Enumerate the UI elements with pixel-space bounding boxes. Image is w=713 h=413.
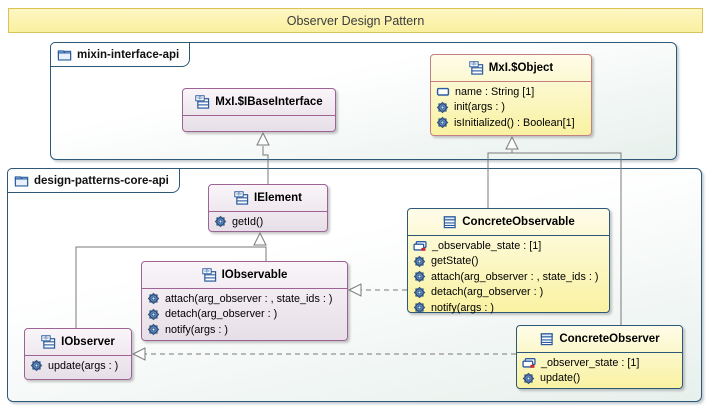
members-compartment: _observer_state : [1] update() bbox=[517, 352, 682, 388]
operation-label: attach(arg_observer : , state_ids : ) bbox=[431, 270, 599, 283]
gear-icon bbox=[413, 301, 426, 314]
class-title: ConcreteObservable bbox=[462, 216, 575, 228]
operation-label: detach(arg_observer : ) bbox=[431, 286, 544, 299]
class-title: ConcreteObserver bbox=[559, 333, 660, 345]
interface-icon bbox=[234, 191, 249, 205]
generalization-concretes-to-object[interactable] bbox=[487, 152, 622, 325]
gear-icon bbox=[522, 372, 535, 385]
operation-label: update() bbox=[540, 372, 581, 385]
operation-row[interactable]: detach(arg_observer : ) bbox=[413, 285, 605, 301]
class-icon bbox=[539, 332, 554, 346]
operation-label: getState() bbox=[431, 255, 479, 268]
interface-icon bbox=[195, 95, 210, 109]
realization-arrowhead bbox=[131, 347, 146, 361]
class-title: MxI.$Object bbox=[488, 62, 554, 74]
package-tab-mixin-interface-api[interactable]: mixin-interface-api bbox=[50, 42, 191, 67]
operation-row[interactable]: detach(arg_observer : ) bbox=[147, 307, 343, 323]
class-box-ibaseinterface[interactable]: MxI.$IBaseInterface bbox=[182, 88, 336, 132]
attribute-row[interactable]: name : String [1] bbox=[436, 84, 587, 100]
operation-row[interactable]: attach(arg_observer : , state_ids : ) bbox=[413, 269, 605, 285]
class-title: IElement bbox=[254, 192, 302, 204]
interface-icon bbox=[202, 268, 217, 282]
operation-row[interactable]: notify(args : ) bbox=[147, 322, 343, 338]
attribute-label: name : String [1] bbox=[455, 85, 535, 98]
class-box-iobserver[interactable]: IObserver update(args : ) bbox=[24, 328, 132, 380]
class-title-row[interactable]: IObserver bbox=[25, 329, 131, 355]
class-icon bbox=[442, 215, 457, 229]
operation-row[interactable]: update() bbox=[522, 371, 678, 387]
class-box-ielement[interactable]: IElement getId() bbox=[208, 184, 328, 232]
diagram-title: Observer Design Pattern bbox=[286, 13, 425, 28]
members-compartment: getId() bbox=[209, 211, 327, 232]
attribute-label: _observable_state : [1] bbox=[432, 239, 542, 252]
attribute-row[interactable]: _observer_state : [1] bbox=[522, 355, 678, 371]
gear-icon bbox=[147, 323, 160, 336]
generalization-arrowhead bbox=[256, 131, 270, 146]
class-title-row[interactable]: MxI.$IBaseInterface bbox=[183, 89, 335, 115]
generalization-arrowhead bbox=[253, 231, 267, 246]
gear-icon bbox=[147, 292, 160, 305]
operation-label: notify(args : ) bbox=[431, 301, 494, 314]
class-title-row[interactable]: IObservable bbox=[142, 262, 347, 288]
class-title-row[interactable]: IElement bbox=[209, 185, 327, 211]
operation-row[interactable]: init(args : ) bbox=[436, 100, 587, 116]
class-box-concreteobserver[interactable]: ConcreteObserver _observer_state : [1] u… bbox=[516, 325, 683, 389]
operation-row[interactable]: isInitialized() : Boolean[1] bbox=[436, 115, 587, 131]
interface-icon bbox=[469, 61, 484, 75]
class-title-row[interactable]: ConcreteObserver bbox=[517, 326, 682, 352]
generalization-iobserver-iobservable-to-ielement[interactable] bbox=[75, 246, 267, 328]
class-title: MxI.$IBaseInterface bbox=[215, 96, 323, 108]
attribute-label: _observer_state : [1] bbox=[541, 356, 640, 369]
operation-row[interactable]: update(args : ) bbox=[30, 358, 127, 374]
attribute-row[interactable]: _observable_state : [1] bbox=[413, 238, 605, 254]
class-box-concreteobservable[interactable]: ConcreteObservable _observable_state : [… bbox=[407, 208, 610, 314]
attribute-icon bbox=[436, 86, 450, 97]
members-compartment: name : String [1] init(args : ) isInitia… bbox=[431, 81, 591, 135]
operation-label: update(args : ) bbox=[48, 359, 119, 372]
gear-icon bbox=[30, 359, 43, 372]
members-compartment: attach(arg_observer : , state_ids : ) de… bbox=[142, 288, 347, 340]
package-label: mixin-interface-api bbox=[77, 48, 180, 61]
members-compartment: update(args : ) bbox=[25, 355, 131, 379]
interface-icon bbox=[41, 335, 56, 349]
class-title-row[interactable]: ConcreteObservable bbox=[408, 209, 609, 235]
gear-icon bbox=[147, 308, 160, 321]
gear-icon bbox=[214, 215, 227, 228]
gear-icon bbox=[436, 116, 449, 129]
operation-row[interactable]: getId() bbox=[214, 214, 323, 230]
class-title: IObservable bbox=[221, 269, 288, 281]
members-compartment bbox=[183, 115, 335, 131]
generalization-ielement-to-ibaseinterface[interactable] bbox=[262, 146, 269, 184]
gear-icon bbox=[413, 255, 426, 268]
operation-label: getId() bbox=[232, 215, 264, 228]
gear-icon bbox=[413, 270, 426, 283]
operation-label: init(args : ) bbox=[454, 101, 505, 114]
package-label: design-patterns-core-api bbox=[34, 174, 169, 187]
operation-label: isInitialized() : Boolean[1] bbox=[454, 116, 575, 129]
attribute-icon bbox=[522, 357, 536, 369]
realization-arrowhead bbox=[347, 283, 362, 297]
operation-row[interactable]: attach(arg_observer : , state_ids : ) bbox=[147, 291, 343, 307]
operation-label: attach(arg_observer : , state_ids : ) bbox=[165, 292, 333, 305]
operation-label: notify(args : ) bbox=[165, 323, 228, 336]
gear-icon bbox=[436, 101, 449, 114]
generalization-arrowhead bbox=[505, 135, 519, 150]
operation-label: detach(arg_observer : ) bbox=[165, 308, 278, 321]
attribute-icon bbox=[413, 240, 427, 252]
diagram-title-banner: Observer Design Pattern bbox=[8, 8, 703, 33]
class-title-row[interactable]: MxI.$Object bbox=[431, 55, 591, 81]
class-title: IObserver bbox=[61, 336, 115, 348]
members-compartment: _observable_state : [1] getState() attac… bbox=[408, 235, 609, 318]
operation-row[interactable]: getState() bbox=[413, 254, 605, 270]
gear-icon bbox=[413, 286, 426, 299]
class-box-object[interactable]: MxI.$Object name : String [1] init(args … bbox=[430, 54, 592, 136]
operation-row[interactable]: notify(args : ) bbox=[413, 300, 605, 316]
package-tab-design-patterns-core-api[interactable]: design-patterns-core-api bbox=[7, 168, 180, 193]
class-box-iobservable[interactable]: IObservable attach(arg_observer : , stat… bbox=[141, 261, 348, 341]
